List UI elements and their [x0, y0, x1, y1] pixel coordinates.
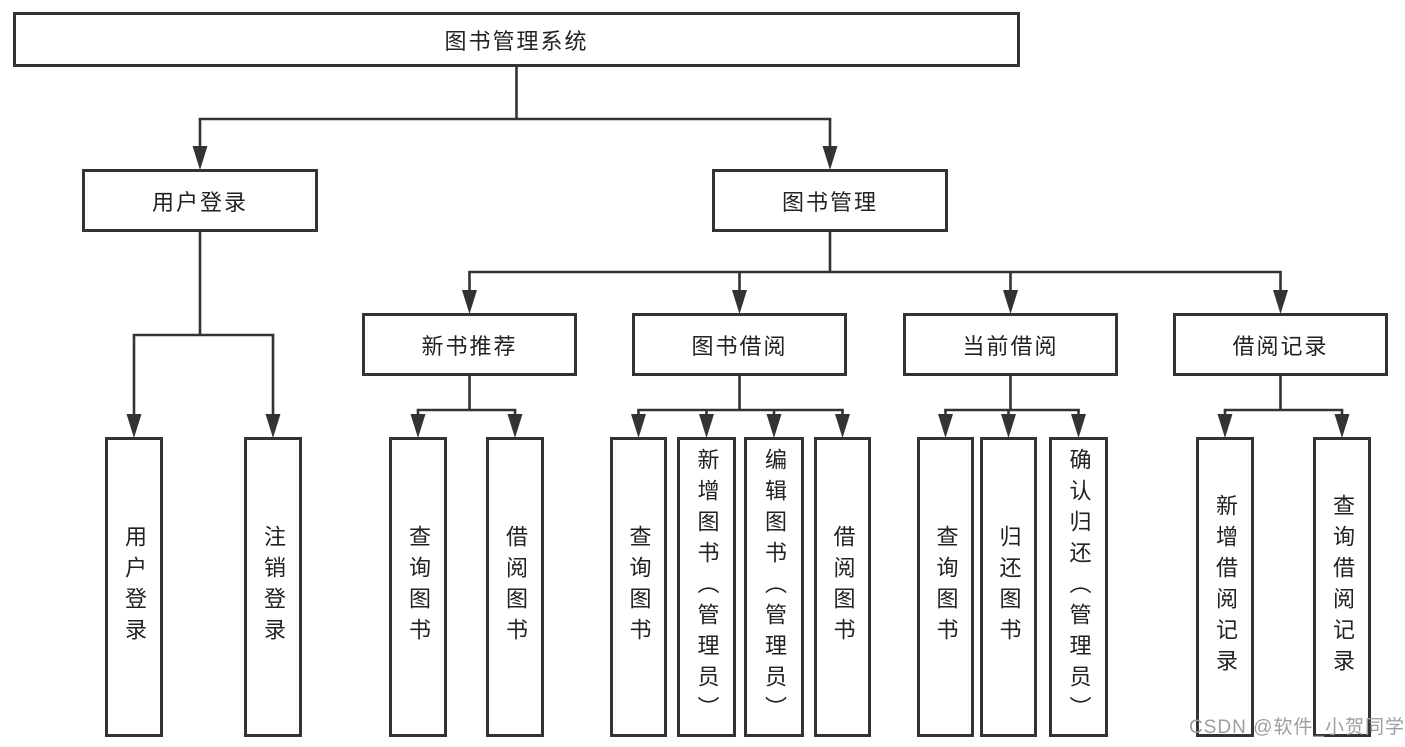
leaf-newrec-borrow-books: 借阅图书	[486, 437, 544, 737]
book-mgmt-to-level3-drop-3-arrowhead-icon	[1273, 290, 1288, 314]
leaf-newrec-query-books: 查询图书	[389, 437, 447, 737]
current-borrow-to-leaves-drop-0-arrowhead-icon	[938, 414, 953, 438]
leaf-current-return-books-label: 归还图书	[996, 525, 1022, 649]
node-book-borrow: 图书借阅	[632, 313, 847, 376]
leaf-current-return-books: 归还图书	[980, 437, 1037, 737]
root-to-level2-drop-0-arrowhead-icon	[192, 146, 208, 170]
current-borrow-to-leaves-drop-1-arrowhead-icon	[1001, 414, 1016, 438]
node-user-login: 用户登录	[82, 169, 318, 232]
node-book-management: 图书管理	[712, 169, 948, 232]
leaf-records-query-borrow-record: 查询借阅记录	[1313, 437, 1371, 737]
book-borrow-to-leaves-drop-1-arrowhead-icon	[699, 414, 714, 438]
leaf-borrow-add-books-admin-label: 新增图书（管理员）	[694, 447, 720, 727]
leaf-records-add-borrow-record: 新增借阅记录	[1196, 437, 1254, 737]
node-borrow-records-label: 借阅记录	[1232, 333, 1329, 359]
leaf-borrow-edit-books-admin: 编辑图书（管理员）	[744, 437, 804, 737]
new-book-rec-to-leaves-drop-1-arrowhead-icon	[507, 414, 523, 438]
node-borrow-records: 借阅记录	[1173, 313, 1388, 376]
node-current-borrow: 当前借阅	[903, 313, 1118, 376]
leaf-borrow-edit-books-admin-label: 编辑图书（管理员）	[762, 447, 787, 727]
leaf-logout: 注销登录	[244, 437, 302, 737]
leaf-newrec-query-books-label: 查询图书	[406, 525, 431, 649]
leaf-user-login: 用户登录	[105, 437, 163, 737]
new-book-rec-to-leaves-drop-0-arrowhead-icon	[410, 414, 426, 438]
leaf-records-add-borrow-record-label: 新增借阅记录	[1213, 494, 1238, 680]
leaf-current-query-books-label: 查询图书	[933, 525, 959, 649]
leaf-borrow-add-books-admin: 新增图书（管理员）	[677, 437, 736, 737]
book-mgmt-to-level3-drop-1-arrowhead-icon	[732, 290, 747, 314]
leaf-current-confirm-return-admin: 确认归还（管理员）	[1049, 437, 1108, 737]
user-login-to-leaves-drop-1-arrowhead-icon	[265, 414, 281, 438]
leaf-current-confirm-return-admin-label: 确认归还（管理员）	[1066, 447, 1092, 727]
leaf-newrec-borrow-books-label: 借阅图书	[503, 525, 528, 649]
current-borrow-to-leaves-drop-2-arrowhead-icon	[1071, 414, 1086, 438]
node-book-management-label: 图书管理	[781, 189, 878, 215]
watermark-text: CSDN @软件_小贺同学	[1189, 717, 1405, 738]
borrow-records-to-leaves-drop-1-arrowhead-icon	[1334, 414, 1350, 438]
root-to-level2-drop-1-arrowhead-icon	[822, 146, 838, 170]
node-root: 图书管理系统	[13, 12, 1020, 67]
node-current-borrow-label: 当前借阅	[962, 333, 1059, 359]
book-mgmt-to-level3-drop-0-arrowhead-icon	[462, 290, 477, 314]
borrow-records-to-leaves-drop-0-arrowhead-icon	[1217, 414, 1233, 438]
node-user-login-label: 用户登录	[151, 189, 248, 215]
node-root-label: 图书管理系统	[444, 28, 589, 54]
user-login-to-leaves-drop-0-arrowhead-icon	[126, 414, 142, 438]
node-new-book-recommend-label: 新书推荐	[421, 333, 518, 359]
leaf-current-query-books: 查询图书	[917, 437, 974, 737]
node-book-borrow-label: 图书借阅	[691, 333, 788, 359]
leaf-records-query-borrow-record-label: 查询借阅记录	[1330, 494, 1355, 680]
book-borrow-to-leaves-drop-3-arrowhead-icon	[835, 414, 850, 438]
leaf-user-login-label: 用户登录	[122, 525, 147, 649]
leaf-borrow-query-books: 查询图书	[610, 437, 667, 737]
leaf-borrow-query-books-label: 查询图书	[626, 525, 652, 649]
book-borrow-to-leaves-drop-2-arrowhead-icon	[766, 414, 782, 438]
book-borrow-to-leaves-drop-0-arrowhead-icon	[631, 414, 646, 438]
book-mgmt-to-level3-drop-2-arrowhead-icon	[1003, 290, 1018, 314]
leaf-borrow-borrow-books-label: 借阅图书	[830, 525, 856, 649]
leaf-logout-label: 注销登录	[261, 525, 286, 649]
node-new-book-recommend: 新书推荐	[362, 313, 577, 376]
leaf-borrow-borrow-books: 借阅图书	[814, 437, 871, 737]
